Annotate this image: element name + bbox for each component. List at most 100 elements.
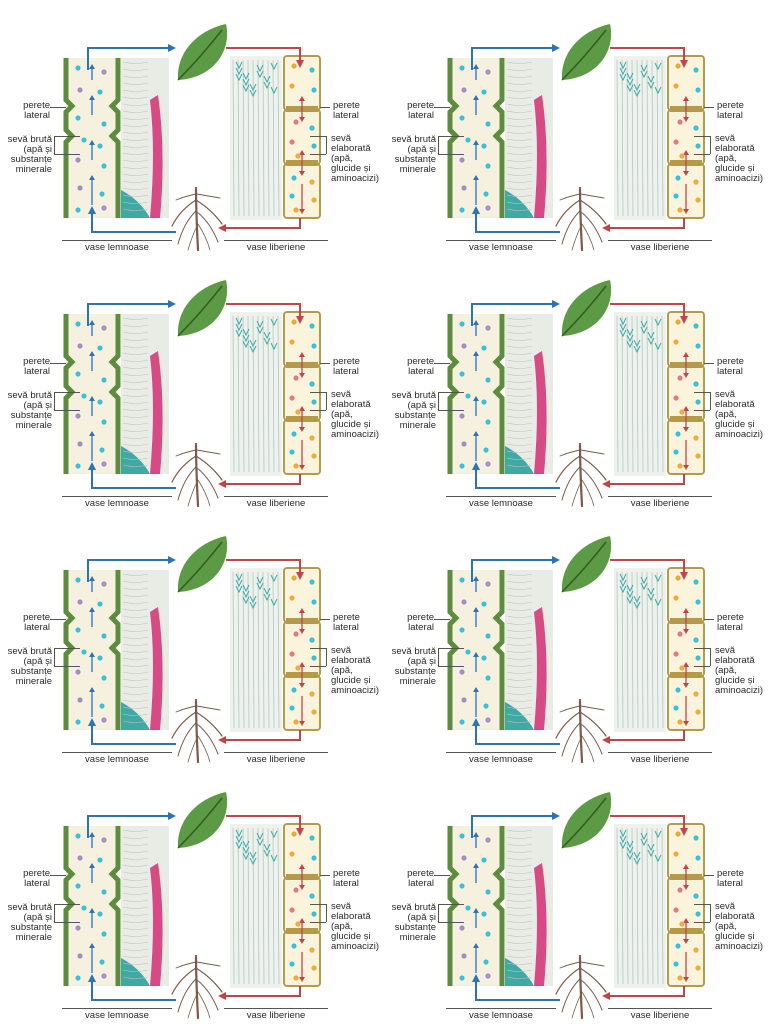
phloem-particle-11	[693, 691, 699, 697]
phloem-particle-14	[677, 207, 683, 213]
xylem-tissue-micrograph	[505, 58, 553, 218]
circulation-arrows	[471, 44, 688, 233]
xylem-tissue-micrograph	[121, 826, 169, 986]
lateral-wall-right-leader	[704, 875, 714, 876]
phloem-particle-8	[311, 399, 317, 405]
phloem-particle-12	[289, 193, 295, 199]
xylem-particle-6	[101, 121, 107, 127]
xylem-particle-14	[485, 717, 491, 723]
phloem-caption: vase liberiene	[246, 754, 306, 765]
raw-sap-bracket	[438, 136, 439, 154]
xylem-particle-5	[75, 115, 81, 121]
phloem-tissue-micrograph	[230, 568, 282, 732]
leaf-icon	[561, 24, 612, 81]
phloem-particle-11	[693, 179, 699, 185]
xylem-particle-6	[101, 377, 107, 383]
phloem-particle-7	[673, 139, 679, 145]
root-icon	[555, 186, 607, 252]
phloem-particle-4	[311, 599, 317, 605]
phloem-particle-3	[289, 851, 295, 857]
phloem-particle-6	[309, 637, 315, 643]
leaf-icon	[561, 280, 612, 337]
phloem-particle-14	[293, 719, 299, 725]
raw-sap-flow-arrows	[89, 576, 95, 717]
phloem-particle-9	[295, 921, 301, 927]
phloem-particle-11	[309, 179, 315, 185]
panel-illustration	[63, 536, 321, 764]
xylem-particle-6	[101, 633, 107, 639]
xylem-caption: vase lemnoase	[469, 754, 533, 765]
raw-sap-flow-arrows	[89, 320, 95, 461]
phloem-particle-8	[695, 143, 701, 149]
xylem-particle-1	[75, 65, 81, 71]
phloem-particle-12	[289, 449, 295, 455]
raw-sap-bracket	[438, 648, 439, 666]
panel-illustration	[447, 536, 705, 764]
phloem-particle-6	[693, 893, 699, 899]
panel-illustration	[63, 24, 321, 252]
xylem-particle-14	[101, 973, 107, 979]
phloem-particle-4	[311, 87, 317, 93]
xylem-particles	[459, 833, 491, 981]
xylem-particle-10	[485, 419, 491, 425]
xylem-particle-10	[101, 675, 107, 681]
xylem-particle-12	[99, 959, 105, 965]
xylem-particle-4	[481, 857, 487, 863]
root-icon	[171, 698, 223, 764]
phloem-particle-7	[673, 907, 679, 913]
raw-sap-bracket	[438, 392, 439, 410]
phloem-particles	[289, 831, 317, 981]
phloem-particles	[673, 575, 701, 725]
phloem-particle-8	[695, 655, 701, 661]
phloem-tissue-micrograph	[614, 56, 666, 220]
phloem-caption: vase liberiene	[246, 498, 306, 509]
phloem-particle-3	[289, 339, 295, 345]
xylem-particle-10	[485, 931, 491, 937]
xylem-particle-7	[465, 393, 471, 399]
phloem-particle-13	[311, 709, 317, 715]
lateral-wall-left-leader	[434, 363, 450, 364]
phloem-particle-2	[309, 835, 315, 841]
phloem-particle-7	[673, 395, 679, 401]
phloem-particle-4	[695, 855, 701, 861]
phloem-particle-3	[673, 595, 679, 601]
xylem-particle-3	[77, 855, 83, 861]
elaborated-sap-flow-arrows	[299, 864, 305, 982]
xylem-particle-9	[75, 413, 81, 419]
phloem-particle-5	[293, 887, 299, 893]
xylem-particle-14	[101, 461, 107, 467]
xylem-particle-3	[461, 855, 467, 861]
raw-sap-flow-arrows	[473, 64, 479, 205]
phloem-particle-1	[291, 831, 297, 837]
xylem-caption-rule	[62, 496, 172, 497]
xylem-particle-1	[459, 577, 465, 583]
xylem-caption-rule	[62, 1008, 172, 1009]
xylem-particle-8	[481, 143, 487, 149]
xylem-particle-5	[459, 115, 465, 121]
phloem-particle-1	[291, 63, 297, 69]
phloem-particle-10	[291, 431, 297, 437]
phloem-particle-11	[309, 435, 315, 441]
elaborated-sap-bracket	[326, 904, 327, 922]
elaborated-sap-bracket	[326, 392, 327, 410]
leaf-icon	[177, 24, 228, 81]
xylem-particle-7	[81, 393, 87, 399]
phloem-particles	[673, 319, 701, 469]
phloem-particles	[673, 63, 701, 213]
xylem-particle-14	[101, 717, 107, 723]
xylem-particle-8	[481, 399, 487, 405]
xylem-particle-5	[75, 371, 81, 377]
elaborated-sap-flow-arrows	[683, 352, 689, 470]
